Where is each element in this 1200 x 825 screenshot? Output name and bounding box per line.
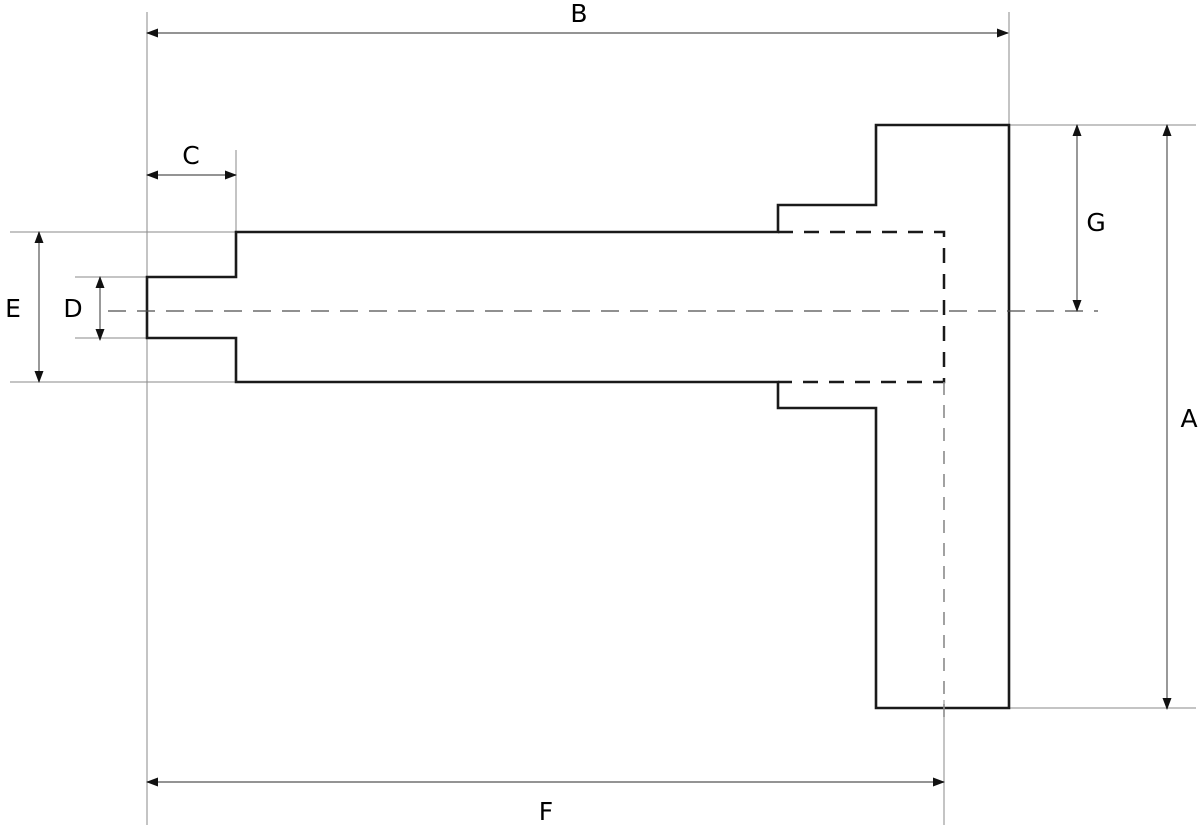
dimension-label-C: C: [182, 141, 199, 170]
dimension-F: F: [146, 777, 945, 825]
dimension-B: B: [146, 0, 1009, 38]
dimension-D: D: [63, 276, 105, 341]
dimension-label-F: F: [539, 797, 553, 825]
part-outline-profile: [145, 123, 1011, 710]
dimension-G: G: [1072, 124, 1106, 312]
dimension-A: A: [1162, 124, 1198, 710]
dimension-label-B: B: [570, 0, 587, 28]
dimension-label-A: A: [1180, 404, 1197, 433]
dimension-label-E: E: [5, 294, 21, 323]
dimension-label-D: D: [63, 294, 82, 323]
dimension-C: C: [146, 141, 237, 180]
dimension-E: E: [5, 231, 44, 383]
hidden-bore-outline: [778, 230, 946, 384]
dimension-label-G: G: [1086, 208, 1105, 237]
